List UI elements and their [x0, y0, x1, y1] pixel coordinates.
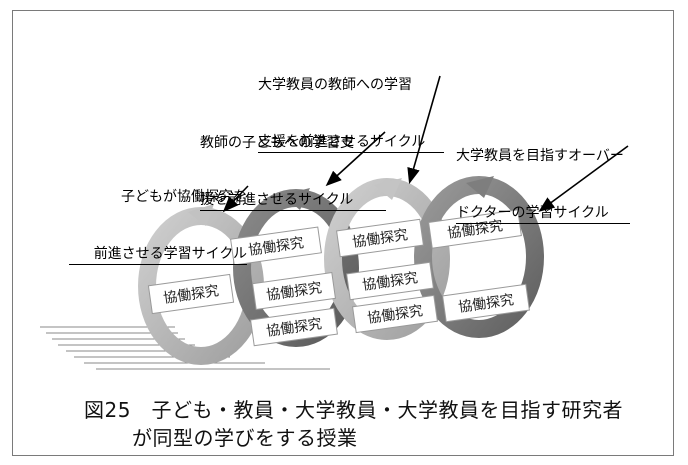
- band-label: 協働探究: [361, 270, 419, 294]
- band-label: 協働探究: [366, 303, 424, 327]
- callout-overdoctor-cycle: 大学教員を目指すオーバー ドクターの学習サイクル: [456, 109, 630, 243]
- callout-arrows: [222, 75, 629, 213]
- callout-line: 前進させる学習サイクル: [69, 245, 247, 265]
- callout-line: 大学教員を目指すオーバー: [456, 148, 624, 164]
- callout-line: 支援を前進させるサイクル: [258, 133, 444, 153]
- band-group: [147, 209, 530, 347]
- callout-line: 大学教員の教師への学習: [258, 77, 412, 93]
- arrow-c1: [222, 185, 249, 213]
- arrow-c2: [325, 131, 386, 187]
- band-ring1: [147, 273, 235, 315]
- arrow-c4: [538, 145, 629, 212]
- band-label: 協働探究: [162, 283, 220, 307]
- band-ring2-top: [230, 226, 322, 266]
- callout-line: 子どもが協働探究を: [121, 189, 247, 205]
- callout-children-cycle: 子どもが協働探究を 前進させる学習サイクル: [69, 150, 247, 284]
- band-ring3-bot: [352, 294, 438, 334]
- figure-caption-line1: 図25 子ども・教員・大学教員・大学教員を目指す研究者: [84, 398, 623, 422]
- band-labels: 協働探究 協働探究 協働探究 協働探究 協働探究 協働探究 協働探究 協働探究 …: [162, 218, 515, 340]
- band-label: 協働探究: [351, 227, 409, 251]
- band-label: 協働探究: [247, 235, 305, 259]
- band-ring4-top: [428, 209, 522, 249]
- band-label: 協働探究: [457, 292, 515, 316]
- callout-faculty-cycle: 大学教員の教師への学習 支援を前進させるサイクル: [258, 38, 444, 172]
- figure-frame: [12, 10, 674, 456]
- figure-caption-line2: が同型の学びをする授業: [132, 426, 358, 450]
- band-label: 協働探究: [265, 316, 323, 340]
- arrow-c3: [407, 75, 441, 185]
- band-label: 協働探究: [446, 218, 504, 242]
- callout-line: ドクターの学習サイクル: [456, 204, 630, 224]
- cycle-ring-overdoctor: [414, 176, 544, 338]
- cycle-ring-university-faculty: [324, 178, 450, 340]
- band-ring3-top: [336, 218, 424, 258]
- callout-teacher-cycle: 教師の子どもへの学習支 援を前進させるサイクル: [200, 96, 386, 230]
- band-ring3-mid: [346, 261, 434, 301]
- band-ring2-mid: [252, 271, 336, 311]
- callout-line: 教師の子どもへの学習支: [200, 135, 354, 151]
- band-ring4-bot: [442, 283, 530, 323]
- callout-line: 援を前進させるサイクル: [200, 191, 386, 211]
- band-ring2-bot: [250, 307, 338, 347]
- band-label: 協働探究: [265, 280, 323, 304]
